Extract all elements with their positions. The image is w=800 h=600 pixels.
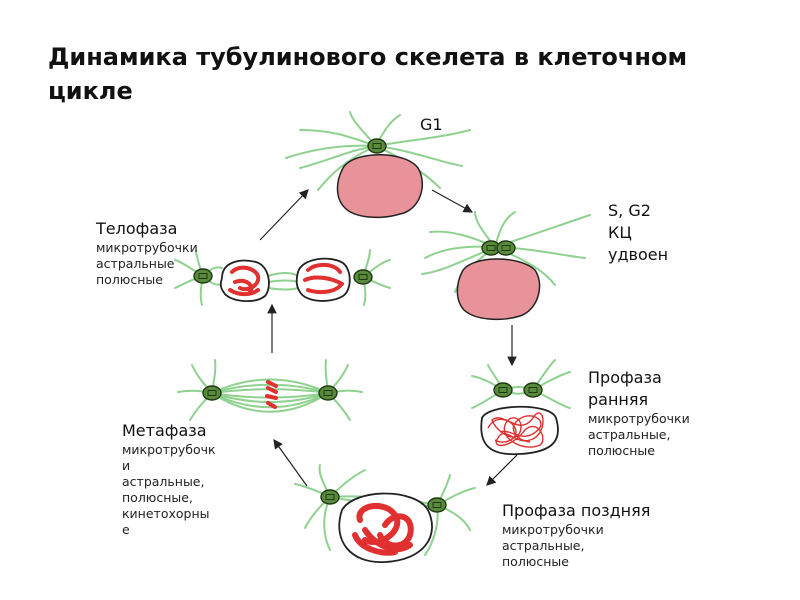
prophase-early-chromatin — [487, 412, 544, 448]
prophase-early-nucleus — [480, 405, 559, 456]
metaphase-name: Метафаза — [122, 421, 207, 440]
metaphase-note: е — [122, 522, 130, 537]
telophase-chromosomes — [228, 263, 344, 297]
metaphase-centrosome-1 — [202, 385, 222, 401]
prophase-early-note: полюсные — [588, 443, 655, 458]
s-g2-name: S, G2 — [608, 201, 651, 220]
prophase-late-centrosome-1 — [320, 489, 340, 505]
arrow-prophase-late-to-metaphase — [273, 439, 308, 487]
telophase-centrosome-2 — [353, 269, 373, 285]
prophase-early-name: Профаза — [588, 368, 662, 387]
s-g2-centrosome-2 — [496, 240, 516, 256]
prophase-late-note: астральные, — [502, 538, 585, 553]
prophase-late-name: Профаза поздняя — [502, 501, 651, 520]
arrow-prophase-early-to-late — [486, 454, 518, 486]
g1-label: G1 — [420, 115, 443, 134]
prophase-late-label: Профаза поздняя микротрубочки астральные… — [502, 500, 650, 570]
telophase-note: астральные — [96, 256, 175, 271]
prophase-early-cell — [471, 359, 571, 409]
prophase-early-centrosome-1 — [493, 382, 513, 398]
prophase-early-name2: ранняя — [588, 390, 649, 409]
telophase-note: микротрубочки — [96, 240, 198, 255]
metaphase-chromosomes — [265, 380, 278, 409]
s-g2-nucleus — [456, 258, 541, 321]
metaphase-centrosome-2 — [318, 385, 338, 401]
prophase-late-note: полюсные — [502, 554, 569, 569]
prophase-late-centrosome-2 — [427, 497, 447, 513]
prophase-early-note: астральные, — [588, 427, 671, 442]
metaphase-note: астральные, — [122, 474, 205, 489]
metaphase-note: полюсные, — [122, 490, 193, 505]
telophase-label: Телофаза микротрубочки астральные полюсн… — [96, 218, 198, 288]
metaphase-note: кинетохорны — [122, 506, 210, 521]
metaphase-spindle — [177, 359, 363, 421]
s-g2-line3: удвоен — [608, 245, 669, 264]
prophase-early-centrosome-2 — [523, 382, 543, 398]
telophase-name: Телофаза — [96, 219, 178, 238]
g1-centrosome — [367, 138, 387, 154]
prophase-late-note: микротрубочки — [502, 522, 604, 537]
prophase-late-chromosomes — [352, 502, 414, 556]
metaphase-label: Метафаза микротрубочк и астральные, полю… — [122, 420, 216, 538]
s-g2-label: S, G2 КЦ удвоен — [608, 200, 668, 266]
metaphase-note: микротрубочк — [122, 442, 216, 457]
prophase-early-label: Профаза ранняя микротрубочки астральные,… — [588, 367, 690, 459]
metaphase-note: и — [122, 458, 131, 473]
telophase-note: полюсные — [96, 272, 163, 287]
s-g2-line2: КЦ — [608, 223, 632, 242]
slide-title: Динамика тубулинового скелета в клеточно… — [48, 43, 688, 105]
arrow-telophase-to-g1 — [259, 189, 309, 241]
g1-nucleus — [336, 154, 423, 219]
arrow-g1-to-s-g2 — [431, 189, 474, 213]
prophase-early-note: микротрубочки — [588, 411, 690, 426]
